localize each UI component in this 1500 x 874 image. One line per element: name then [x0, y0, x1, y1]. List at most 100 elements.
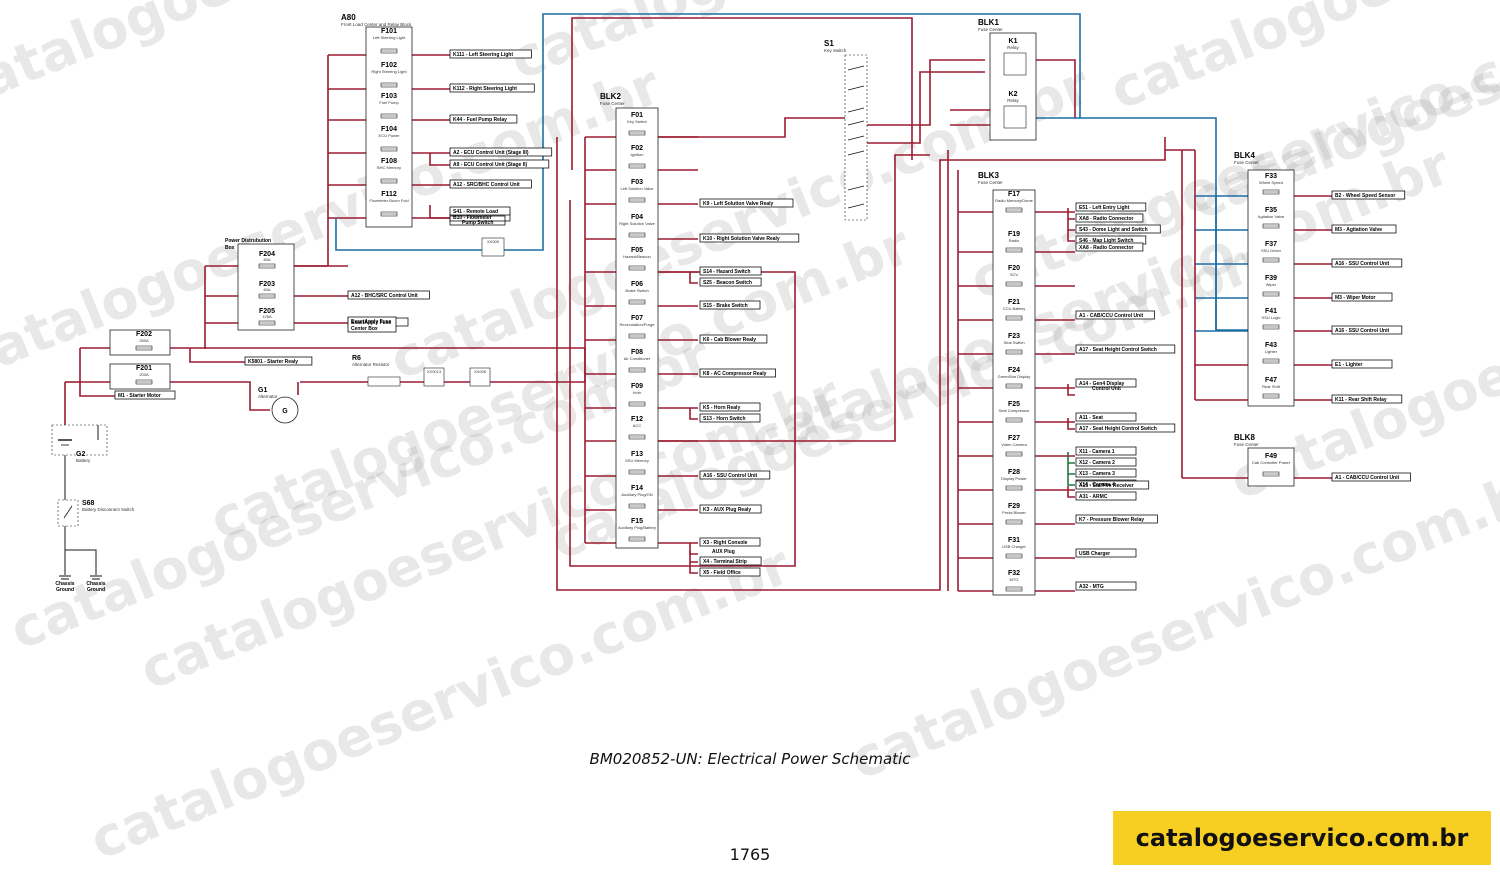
pdb-fuse-id: F203 [259, 281, 275, 288]
pdb-load: A12 - BHC/SRC Control Unit [351, 293, 418, 299]
alternator-symbol [271, 396, 299, 424]
blk2-fuse-desc: Horn [633, 390, 642, 395]
blk4-fuse-id: F33 [1265, 173, 1277, 180]
blk8-fuse-desc: Cab Controller Power [1252, 460, 1291, 465]
blk3-load-continued: Control Unit [1092, 386, 1121, 392]
figure-caption: BM020852-UN: Electrical Power Schematic [589, 750, 911, 768]
a80-load-box [449, 147, 553, 157]
blk3-load-box [1075, 480, 1150, 490]
blk2-load-box [699, 504, 762, 514]
pdb-fuse-desc: 60A [263, 287, 270, 292]
blk2-fuse-id: F05 [631, 247, 643, 254]
blk3-load: X11 - Camera 1 [1079, 449, 1115, 455]
blk2-load: X5 - Field Office [703, 570, 741, 576]
blk3-load-box [1075, 446, 1137, 456]
main-fuse-id: F202 [136, 331, 152, 338]
blk8-fuse-id: F49 [1265, 453, 1277, 460]
blk2-fuse-id: F09 [631, 383, 643, 390]
blk2-load: K5 - Horn Realy [703, 405, 740, 411]
xx006-connector [469, 367, 491, 387]
s1-contact [847, 120, 865, 126]
blk3-fuse-desc: SCV [1010, 272, 1019, 277]
blk3-load-box [1075, 514, 1158, 524]
blk3-load: A31 - ARMC [1079, 494, 1108, 500]
pdb-load-box [347, 290, 430, 300]
xx006-label: XX006 [474, 369, 487, 374]
r6-resistor [367, 376, 401, 387]
pdb-name: Power Distrubution [225, 238, 271, 244]
blk3-load-box [1075, 242, 1144, 252]
blk2-fuse-desc: Air Conditioner [624, 356, 651, 361]
page-number: 1765 [729, 845, 771, 864]
a80-load-extra-box [449, 206, 511, 216]
a80-load-box [449, 114, 518, 124]
blk2-load-continued: AUX Plug [712, 549, 735, 555]
blk2-branch-wire [689, 272, 698, 284]
blk4-fuse-desc: SSU Logic [1262, 315, 1281, 320]
blk4-load: B2 - Wheel Speed Sensor [1335, 193, 1395, 199]
blk2-name: Fuse Center [600, 101, 625, 106]
blk3-load-box [1075, 491, 1137, 501]
blk1-name: Fuse Center [978, 27, 1003, 32]
blk2-load: K8 - AC Compressor Realy [703, 371, 767, 377]
blk2-fuse-desc: Right Solution Valve [619, 221, 656, 226]
starter-relay-load-box [244, 356, 313, 366]
blk3-load: E51 - Left Entry Light [1079, 205, 1130, 211]
blk3-branch-wire [1067, 418, 1075, 430]
chassis-ground-label: Chassis [55, 581, 74, 587]
blk3-load-box [1075, 581, 1137, 591]
loop-wire [556, 137, 1166, 591]
blk2-fuse-desc: Ignition [631, 152, 644, 157]
blk3-fuse-desc: MTG [1010, 577, 1019, 582]
a80-id: A80 [341, 13, 356, 22]
blk3-load: A15 - StarFire Receiver [1079, 483, 1134, 489]
a80-load-box [449, 179, 532, 189]
pdb-fuse-id: F204 [259, 251, 275, 258]
blk2-load-box [699, 198, 794, 208]
blk4-load: M3 - Wiper Motor [1335, 295, 1376, 301]
acc-wire [658, 154, 930, 442]
blk2-fuse-desc: Brake Switch [625, 288, 648, 293]
blk3-fuse-id: F29 [1008, 503, 1020, 510]
r6-name: Alternator Resistor [352, 362, 390, 367]
blk4-load: A16 - SSU Control Unit [1335, 261, 1390, 267]
blk2-fuse-id: F13 [631, 451, 643, 458]
blk3-load-box [1075, 378, 1137, 388]
blk2-branch-wire [689, 551, 698, 563]
blk2-fuse-desc: Key Switch [627, 119, 647, 124]
blk2-fuse-desc: Auxiliary Plug/ON [621, 492, 652, 497]
blk3-load-box [1075, 412, 1137, 422]
blk3-fuse-id: F23 [1008, 333, 1020, 340]
blk3-fuse-desc: CCU Battery [1003, 306, 1025, 311]
brand-banner[interactable]: catalogoeservico.com.br [1113, 811, 1491, 865]
blk4-fuse-desc: Rear Shift [1262, 384, 1281, 389]
blk4-fuse-id: F41 [1265, 308, 1277, 315]
a80-load: A12 - SRC/BHC Control Unit [453, 182, 520, 188]
blk3-fuse-id: F20 [1008, 265, 1020, 272]
blk3-load-box [1075, 468, 1137, 478]
blk2-block [615, 107, 659, 549]
loop-wire [571, 17, 913, 170]
blk4-name: Fuse Center [1234, 160, 1259, 165]
blk4-load-box [1331, 359, 1393, 369]
a80-block [365, 26, 413, 228]
blk3-load: K7 - Pressure Blower Relay [1079, 517, 1144, 523]
a80-load-extra: A9 - ECU Control Unit (Stage II) [453, 162, 528, 168]
a80-fuse-desc: ECU Power [379, 133, 401, 138]
blk4-fuse-desc: Lighter [1265, 349, 1278, 354]
s1-contact [847, 150, 865, 156]
blk3-fuse-desc: Radio [1009, 238, 1020, 243]
blk2-id: BLK2 [600, 92, 621, 101]
watermark-text: catalogoeservico.com.br [0, 53, 669, 392]
blk4-load-box [1331, 190, 1406, 200]
blk2-load-box [699, 334, 768, 344]
blk3-fuse-id: F27 [1008, 435, 1020, 442]
main-fuse-desc: 250A [139, 338, 149, 343]
starter-motor-load: M1 - Starter Motor [118, 393, 161, 399]
a80-load-extra-box [449, 159, 550, 169]
blk2-load-box [699, 277, 762, 287]
blk2-load: K3 - AUX Plug Realy [703, 507, 751, 513]
a80-load-extra-line2: Pump Switch [462, 220, 493, 226]
blk4-fuse-id: F47 [1265, 377, 1277, 384]
